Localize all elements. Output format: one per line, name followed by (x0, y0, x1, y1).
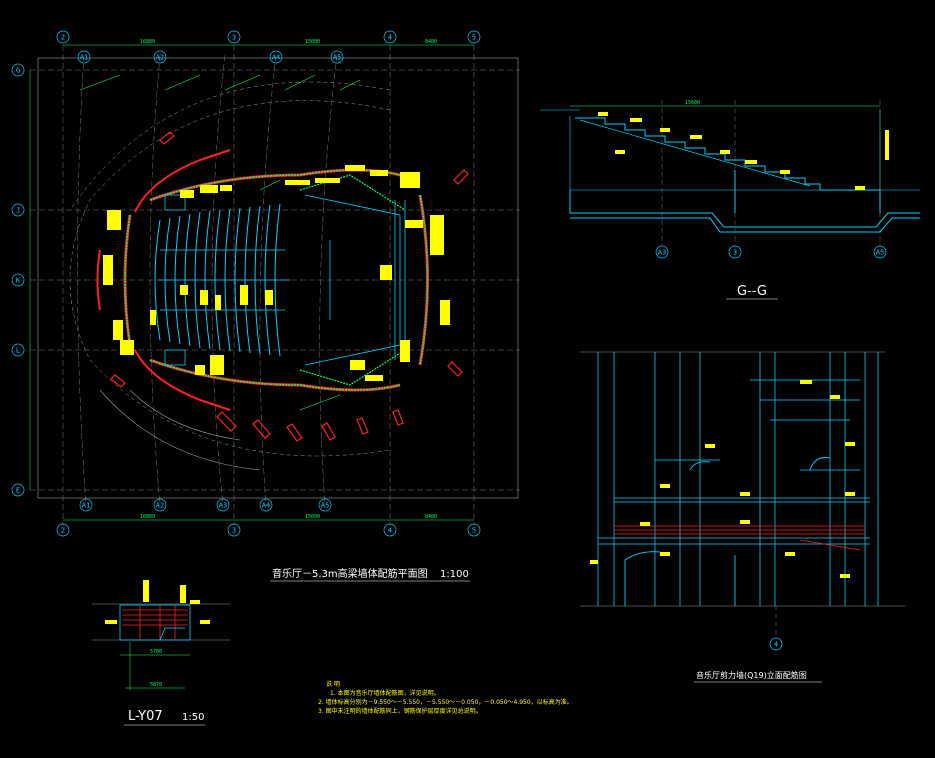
notes-heading: 说 明 (326, 680, 340, 688)
col-axis-label: A2 (156, 54, 164, 62)
notes-line: 3. 图中未注明的墙体配筋同上，钢筋保护层厚度详见总说明。 (318, 707, 482, 715)
col-axis-label: A5 (321, 502, 329, 510)
notes-line: 1. 本图为音乐厅墙体配筋图，详见说明。 (330, 689, 440, 697)
col-axis-label: 5 (472, 527, 476, 535)
col-axis-label: 3 (232, 34, 236, 42)
dim-text: 5870 (150, 682, 162, 688)
section-title: G--G (737, 284, 767, 299)
main-plan: 16800 15600 8400 16800 15600 8400 (11, 30, 520, 582)
section-axis-label: A5 (876, 249, 884, 257)
section-axes (661, 100, 881, 245)
dim-text: 16800 (140, 39, 155, 45)
notes-block: 说 明 1. 本图为音乐厅墙体配筋图，详见说明。 2. 墙体标高分别为－9.55… (318, 680, 573, 715)
plan-outline-arcs (69, 81, 391, 457)
row-axis-label: L (16, 347, 20, 355)
dim-text: 15600 (305, 514, 320, 520)
plan-frame (37, 57, 519, 499)
yellow-rebar-tags (103, 165, 450, 381)
elevation-profiles (624, 457, 831, 606)
red-wall-segments (110, 131, 469, 442)
outer-wall-red (96, 149, 231, 411)
row-axis-label: G (16, 67, 20, 75)
detail-red-bars (122, 605, 188, 640)
row-axis-label: E (16, 487, 20, 495)
notes-line: 2. 墙体标高分别为－9.550～－5.550，－5.550～－0.050，－0… (318, 698, 573, 706)
col-axis-label: A2 (156, 502, 164, 510)
elevation-q19: 4 音乐厅剪力墙(Q19)立面配筋图 (580, 351, 905, 683)
plan-title: 音乐厅－5.3m高梁墙体配筋平面图 (272, 567, 428, 580)
dim-text: 5700 (150, 649, 162, 655)
dim-text: 15600 (305, 39, 320, 45)
col-axis-label: 3 (232, 527, 236, 535)
leader-lines (79, 74, 361, 411)
col-axis-bubbles-bottom: 2 A1 A2 A3 3 A4 A5 4 5 (56, 498, 481, 537)
col-axis-label: A1 (80, 54, 88, 62)
plan-dimension-lines (29, 44, 474, 521)
row-axis-label: K (16, 277, 21, 285)
hall-walls (123, 168, 429, 392)
elevation-red-bars (614, 525, 865, 551)
row-axis-label: J (16, 207, 20, 215)
plan-scale: 1:100 (440, 569, 469, 580)
detail-dims (120, 642, 190, 690)
section-foundation (569, 170, 920, 233)
detail-tags (105, 580, 210, 624)
col-axis-label: 2 (61, 34, 65, 42)
dim-text: 15600 (685, 100, 700, 106)
elevation-horizontals (598, 379, 870, 545)
col-axis-label: 4 (388, 527, 392, 535)
section-axis-label: A3 (658, 249, 666, 257)
section-axis-label: 3 (733, 249, 737, 257)
dim-text: 8400 (425, 39, 437, 45)
elevation-verticals (597, 352, 879, 606)
col-axis-label: A5 (333, 54, 341, 62)
col-axis-label: A4 (272, 54, 280, 62)
col-axis-bubbles-top: 2 A1 A2 3 A4 A5 4 5 (56, 30, 481, 64)
section-tags (598, 112, 889, 190)
plan-outline-solid (99, 389, 261, 471)
elevation-title: 音乐厅剪力墙(Q19)立面配筋图 (696, 670, 807, 680)
detail-scale: 1:50 (182, 712, 204, 723)
col-axis-label: A4 (262, 502, 270, 510)
detail-title: L-Y07 (128, 709, 163, 724)
col-axis-label: A1 (82, 502, 90, 510)
section-g-g: 15600 A (540, 100, 920, 300)
row-axis-bubbles: G J K L E (11, 63, 25, 497)
detail-l-y07: 5700 5870 L-Y07 1:50 (92, 580, 230, 726)
col-axis-label: 4 (388, 34, 392, 42)
elevation-axis-label: 4 (774, 641, 778, 649)
dim-text: 8400 (425, 514, 437, 520)
col-axis-label: A3 (219, 502, 227, 510)
col-axis-label: 5 (472, 34, 476, 42)
seating-aisles (158, 249, 290, 311)
stepped-profile (575, 117, 880, 191)
dim-text: 16800 (140, 514, 155, 520)
elevation-tags (590, 380, 855, 578)
col-axis-label: 2 (61, 527, 65, 535)
